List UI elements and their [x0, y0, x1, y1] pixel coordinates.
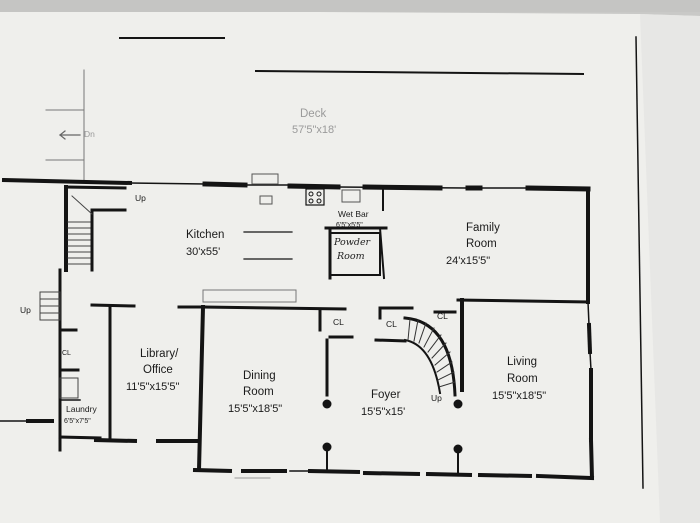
laundry-name: Laundry: [66, 404, 97, 414]
foyer-name: Foyer: [371, 389, 401, 401]
closet-label-stair: CL: [437, 311, 448, 321]
library-wall: [90, 303, 136, 308]
powder-room-name: Powder: [334, 237, 371, 248]
dining-room-dimensions: 15'5"x18'5": [228, 403, 283, 415]
closet-label-laundry: CL: [62, 350, 71, 357]
range-icon: [305, 188, 325, 206]
family-living-wall: [456, 298, 590, 304]
closet-label-dining: CL: [333, 317, 344, 327]
dining-room-name: Dining: [243, 370, 276, 382]
kitchen-name: Kitchen: [186, 229, 225, 241]
living-room-dimensions: 15'5"x18'5": [492, 390, 547, 402]
wet-bar-name: Wet Bar: [338, 209, 369, 219]
foyer-dimensions: 15'5"x15': [361, 406, 406, 418]
foyer-stair-up-label: Up: [431, 393, 442, 403]
powder-room-name-2: Room: [337, 251, 365, 262]
curved-staircase: [403, 316, 457, 397]
dining-room-name-2: Room: [243, 386, 274, 398]
washer-icon: [59, 377, 79, 399]
deck-name: Deck: [300, 108, 327, 120]
living-room-name-2: Room: [507, 373, 538, 385]
family-room-dimensions: 24'x15'5": [446, 255, 491, 267]
side-up-label: Up: [20, 305, 31, 315]
exterior-wall-north: [1, 177, 133, 186]
living-room-name: Living: [507, 356, 538, 368]
closet-label-foyer: CL: [386, 319, 397, 329]
family-room-name-2: Room: [466, 238, 497, 250]
stair-up-label: Up: [135, 193, 146, 203]
library-name: Library/: [140, 348, 179, 360]
deck-dimensions: 57'5"x18': [292, 124, 337, 136]
family-room-name: Family: [466, 222, 500, 234]
library-name-2: Office: [143, 364, 173, 376]
wet-bar-dimensions: 6'5"x5'5": [336, 222, 363, 229]
laundry-dimensions: 6'5"x7'5": [64, 418, 91, 425]
stair-treads: [67, 195, 93, 265]
columns: [322, 399, 463, 454]
arrow-label: Dn: [84, 129, 95, 139]
library-dimensions: 11'5"x15'5": [126, 381, 180, 393]
dining-wall: [196, 304, 206, 473]
sink-icon: [251, 173, 279, 185]
paper-edge-line: [635, 36, 644, 489]
deck-line: [254, 69, 585, 76]
kitchen-dimensions: 30'x55': [186, 246, 221, 258]
